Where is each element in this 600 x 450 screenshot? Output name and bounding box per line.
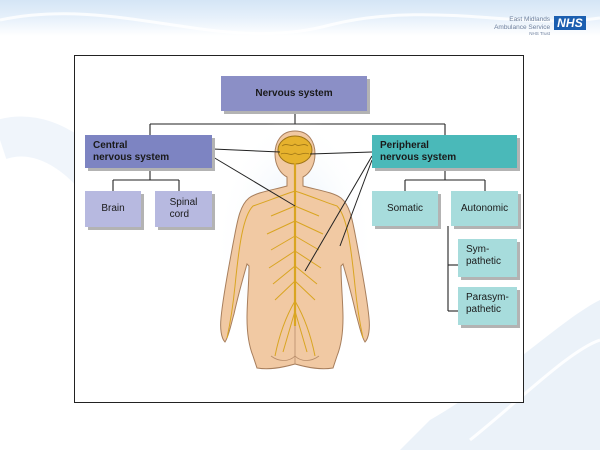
trust-name: East Midlands Ambulance Service NHS Trus… (494, 16, 550, 37)
node-peripheral-label-line1: Peripheral (380, 140, 429, 151)
node-peripheral-label-line2: nervous system (380, 152, 457, 163)
node-peripheral-nervous-system: Peripheral nervous system (372, 135, 517, 168)
node-somatic: Somatic (372, 191, 438, 226)
node-brain: Brain (85, 191, 141, 227)
nervous-system-figure: Nervous system Central nervous system Pe… (74, 55, 524, 403)
node-spinal-label-line1: Spinal (169, 197, 198, 208)
node-nervous-system: Nervous system (221, 76, 367, 111)
node-parasympathetic-label-line2: pathetic (466, 304, 502, 315)
node-sympathetic-label-line1: Sym- (466, 244, 490, 255)
trust-name-line2: Ambulance Service (494, 23, 551, 31)
node-nervous-system-label: Nervous system (255, 87, 333, 99)
node-central-label-line2: nervous system (93, 152, 170, 163)
nhs-trust-logo: East Midlands Ambulance Service NHS Trus… (494, 16, 586, 37)
node-brain-label: Brain (101, 203, 125, 214)
node-somatic-label: Somatic (386, 202, 424, 214)
node-spinal-label-line2: cord (169, 209, 190, 220)
nerve-network-icon (226, 163, 364, 357)
trust-name-line1: East Midlands (509, 16, 551, 23)
pointer-lines (212, 148, 373, 272)
node-sympathetic-label-line2: pathetic (466, 256, 502, 267)
node-autonomic-label: Autonomic (460, 202, 509, 214)
node-spinal-cord: Spinal cord (155, 191, 212, 227)
node-central-label-line1: Central (93, 140, 128, 151)
brain-icon (277, 135, 313, 165)
node-sympathetic: Sym- pathetic (458, 239, 517, 277)
nhs-badge: NHS (554, 16, 586, 30)
node-central-nervous-system: Central nervous system (85, 135, 212, 168)
diagram-illustration (112, 111, 486, 376)
trust-name-line3: NHS Trust (529, 31, 551, 36)
node-parasympathetic: Parasym- pathetic (458, 287, 517, 325)
node-autonomic: Autonomic (451, 191, 518, 226)
node-parasympathetic-label-line1: Parasym- (466, 292, 509, 303)
